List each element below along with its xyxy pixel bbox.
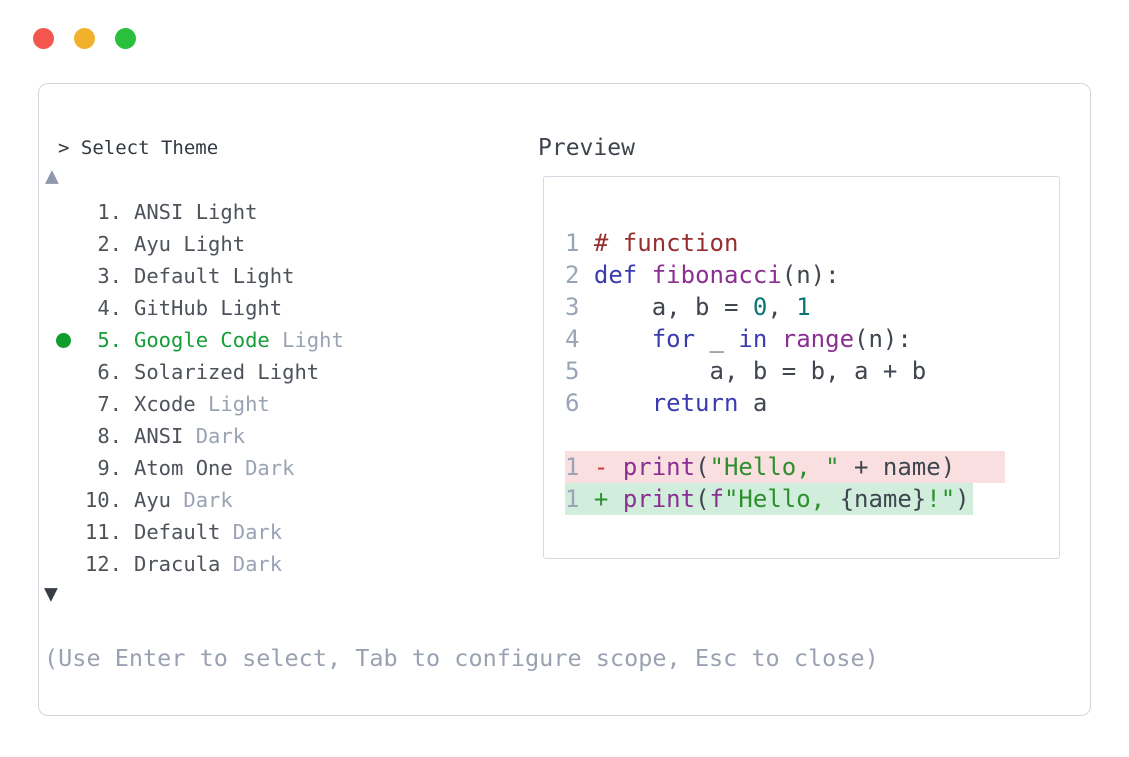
minimize-button[interactable]: [74, 28, 95, 49]
theme-option-1[interactable]: 1.ANSI Light: [97, 200, 258, 224]
code-line-1: 1 # function: [565, 229, 739, 257]
close-button[interactable]: [33, 28, 54, 49]
code-line-5: 5 a, b = b, a + b: [565, 357, 927, 385]
preview-pane-title: Preview: [538, 135, 635, 161]
zoom-button[interactable]: [115, 28, 136, 49]
scroll-up-indicator[interactable]: ▲: [45, 163, 59, 189]
window-controls: [33, 28, 136, 49]
scroll-down-indicator[interactable]: ▼: [44, 581, 58, 607]
code-line-6: 6 return a: [565, 389, 768, 417]
theme-list: 1.ANSI Light 2.Ayu Light 3.Default Light 4.…: [0, 196, 540, 580]
theme-option-7[interactable]: 7.Xcode Light: [97, 392, 270, 416]
selected-theme-indicator: [56, 333, 71, 348]
theme-option-12[interactable]: 12.Dracula Dark: [84, 552, 283, 576]
select-theme-prompt: > Select Theme: [58, 137, 219, 159]
theme-option-2[interactable]: 2.Ayu Light: [97, 232, 246, 256]
theme-option-6[interactable]: 6.Solarized Light: [97, 360, 320, 384]
code-line-2: 2 def fibonacci(n):: [565, 261, 840, 289]
code-line-3: 3 a, b = 0, 1: [565, 293, 811, 321]
diff-added-line: 1 + print(f"Hello, {name}!"): [565, 483, 1005, 515]
theme-option-8[interactable]: 8.ANSI Dark: [97, 424, 246, 448]
diff-removed-line: 1 - print("Hello, " + name): [565, 451, 1006, 483]
theme-option-5[interactable]: 5.Google Code Light: [0, 324, 540, 356]
code-preview: 1 # function 2 def fibonacci(n): 3 a, b = …: [565, 227, 1006, 515]
preview-pane: 1 # function 2 def fibonacci(n): 3 a, b = …: [543, 176, 1060, 559]
theme-option-3[interactable]: 3.Default Light: [97, 264, 295, 288]
theme-option-9[interactable]: 9.Atom One Dark: [97, 456, 295, 480]
keyboard-hints: (Use Enter to select, Tab to configure s…: [44, 644, 879, 672]
theme-option-4[interactable]: 4.GitHub Light: [97, 296, 283, 320]
code-line-4: 4 for _ in range(n):: [565, 325, 912, 353]
theme-option-11[interactable]: 11.Default Dark: [84, 520, 283, 544]
theme-option-10[interactable]: 10.Ayu Dark: [84, 488, 233, 512]
